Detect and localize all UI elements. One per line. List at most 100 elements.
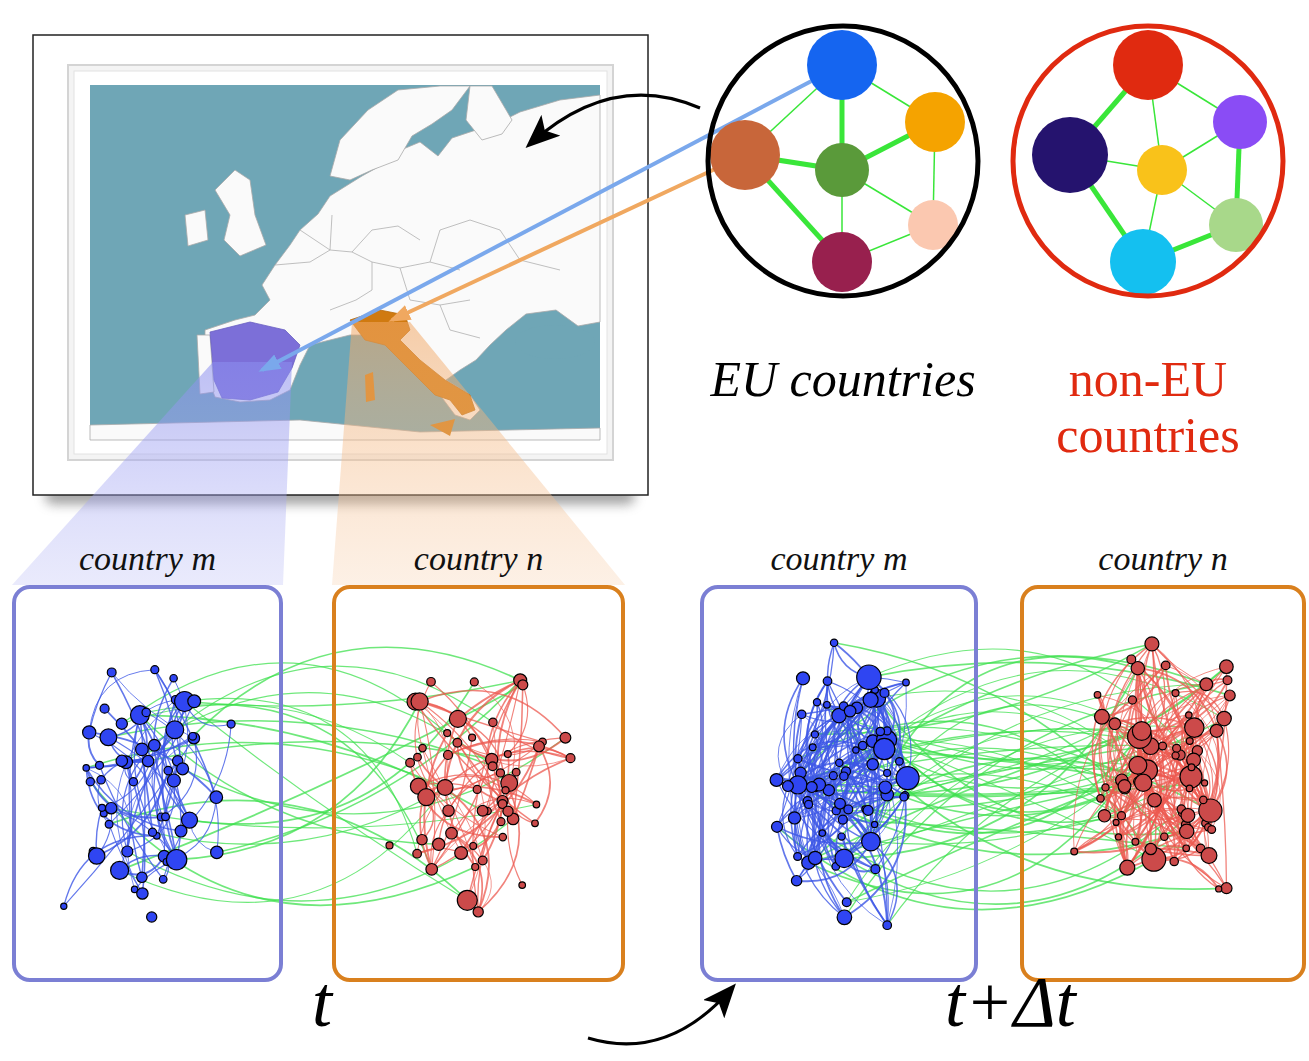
network-link [1151,731,1217,750]
network-node [835,798,846,809]
network-node [1118,780,1131,793]
network-node [413,849,422,858]
country-dot [1110,229,1176,295]
network-link [100,765,164,879]
network-node [835,849,853,867]
network-node [560,732,571,743]
network-node [99,804,106,811]
network-node [1221,883,1232,894]
network-node [794,755,802,763]
network-node [1181,809,1195,823]
network-node [210,791,223,804]
country-dot [1032,117,1108,193]
country-label: country m [16,539,279,580]
network-node [1220,660,1234,674]
scandinavia [330,86,470,180]
network-node [496,769,504,777]
network-node [1201,848,1217,864]
network-link [127,730,175,852]
network-node [859,741,867,749]
non-eu-circle: non-EU countries [1010,23,1286,299]
network-link [86,768,161,818]
network-node [824,702,831,709]
network-node [791,876,801,886]
network-link [887,731,1141,925]
network-node [502,787,509,794]
network-node [1161,661,1170,670]
network-link [1098,695,1194,760]
country-network-pair [770,637,1235,930]
network-link [797,842,871,882]
network-node [1186,712,1192,718]
network-node [437,780,453,796]
network-node [188,733,199,744]
network-node [188,695,201,708]
network-link [154,701,194,859]
network-node [797,672,810,685]
network-node [455,847,468,860]
country-label: country n [1024,539,1302,580]
network-node [819,830,825,836]
network-node [1102,784,1109,791]
network-node [386,842,393,849]
network-node [164,766,172,774]
network-node [100,729,117,746]
network-node [1118,812,1126,820]
network-link [148,741,492,761]
network-node [1185,718,1204,737]
network-link [1137,668,1209,855]
country-label: country m [704,539,974,580]
network-link [844,796,905,859]
network-node [862,832,881,851]
country-label: country n [336,539,621,580]
network-node [823,677,832,686]
network-node [534,741,545,752]
italy-projection [332,322,625,585]
network-link [507,811,522,885]
frame-bevel [68,65,613,460]
network-node [406,758,415,767]
group-circle [708,26,978,296]
network-node [414,753,422,761]
network-node [472,864,479,871]
picture-frame [33,35,648,495]
network-node [427,678,436,687]
country-dot [807,30,877,100]
network-node [147,912,157,922]
network-node [903,679,910,686]
network-link [815,734,848,819]
network-node [116,718,127,729]
country-dot [815,143,869,197]
network-node [1186,785,1192,791]
network-node [1148,793,1162,807]
network-node [880,688,889,697]
network-node [1094,692,1101,699]
network-link [447,733,570,766]
network-node [813,699,820,706]
country-box: country n [332,585,625,982]
network-node [896,767,919,790]
network-node [844,705,856,717]
network-node [489,718,497,726]
network-node [162,813,170,821]
network-node [83,726,96,739]
network-node [1180,824,1194,838]
network-node [411,693,428,710]
network-node [1115,834,1121,840]
network-node [477,805,488,816]
network-link [846,771,904,797]
sea [90,85,600,440]
network-link [794,678,836,866]
network-link [417,746,539,853]
network-link [102,745,154,808]
network-node [470,843,477,850]
network-node [96,761,104,769]
network-node [1129,756,1147,774]
network-node [122,846,133,857]
network-node [871,865,880,874]
network-node [532,820,539,827]
network-node [100,704,109,713]
network-node [883,921,892,930]
network-node [806,782,817,793]
